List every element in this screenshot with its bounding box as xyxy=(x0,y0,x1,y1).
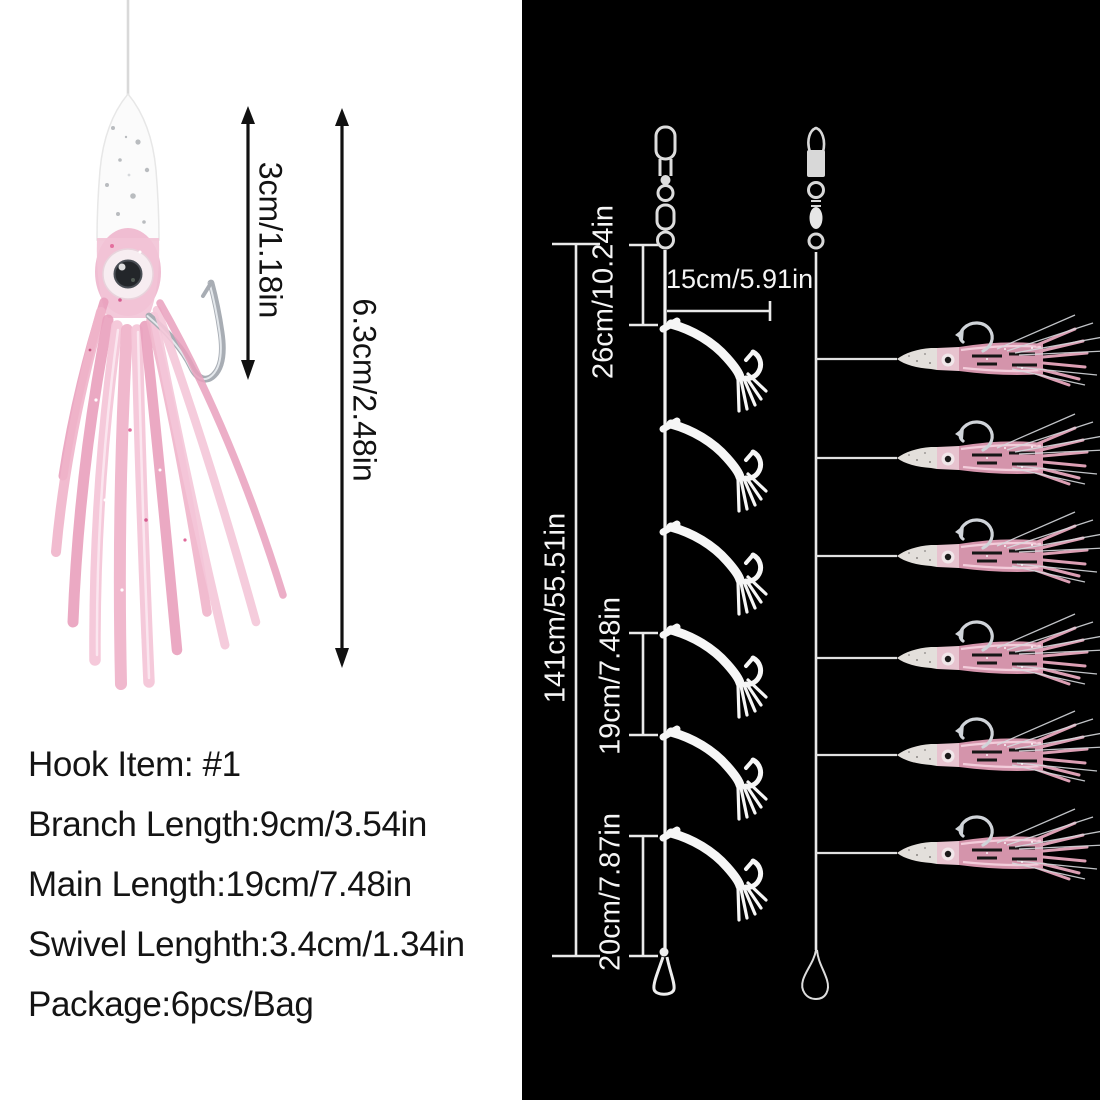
bottom-loop-left-rig xyxy=(652,947,676,996)
squid-lure xyxy=(814,807,1100,881)
head-length-arrow xyxy=(241,106,255,380)
bottom-loop-right-rig xyxy=(801,949,829,1001)
squid-lure xyxy=(814,313,1100,387)
rig-diagram-svg xyxy=(552,125,1100,1001)
hook-assembly xyxy=(663,321,766,411)
spec-line-package: Package:6pcs/Bag xyxy=(28,985,314,1024)
sparkles xyxy=(88,244,187,642)
squid-lure xyxy=(814,612,1100,686)
branch-measure-15cm xyxy=(667,301,772,321)
squid-lure xyxy=(814,412,1100,486)
hook-rig xyxy=(652,125,766,996)
head-speckles xyxy=(105,126,150,224)
label-20cm: 20cm/7.87in xyxy=(594,813,627,971)
hook-assembly xyxy=(663,729,766,819)
top-swivel-right-rig xyxy=(807,126,826,250)
lure-head xyxy=(96,92,160,241)
squid-lure xyxy=(814,709,1100,783)
hook-assembly xyxy=(663,830,766,920)
lure-skirt-front xyxy=(152,299,287,627)
spec-lines: Hook Item: #1 Branch Length:9cm/3.54in M… xyxy=(28,735,518,1035)
label-141cm: 141cm/55.51in xyxy=(539,512,572,704)
bracket-20cm xyxy=(629,834,658,958)
lure-eye xyxy=(102,248,154,300)
label-26cm: 26cm/10.24in xyxy=(587,204,620,380)
left-panel: 3cm/1.18in 6.3cm/2.48in Hook Item: #1 Br… xyxy=(0,0,522,1100)
spec-line-swivel-length: Swivel Lenghth:3.4cm/1.34in xyxy=(28,925,465,964)
bracket-19cm xyxy=(629,631,658,737)
hook-assembly xyxy=(663,627,766,717)
label-15cm: 15cm/5.91in xyxy=(666,264,814,294)
measurement-brackets xyxy=(552,242,772,958)
total-length-label: 6.3cm/2.48in xyxy=(346,298,383,482)
squid-lure-illustration xyxy=(51,0,349,690)
bracket-26cm xyxy=(629,243,658,327)
right-panel xyxy=(522,0,1100,1100)
hook-assembly xyxy=(663,421,766,511)
hook-assembly xyxy=(663,524,766,614)
lure-hook xyxy=(145,279,226,383)
total-length-arrow xyxy=(335,108,349,668)
head-length-label: 3cm/1.18in xyxy=(252,161,289,319)
spec-line-main-length: Main Length:19cm/7.48in xyxy=(28,865,412,904)
spec-line-hook-item: Hook Item: #1 xyxy=(28,745,241,784)
label-19cm: 19cm/7.48in xyxy=(594,597,627,755)
spec-line-branch-length: Branch Length:9cm/3.54in xyxy=(28,805,428,844)
bracket-141cm xyxy=(552,242,600,958)
lure-skirt xyxy=(51,297,230,690)
squid-lure xyxy=(814,510,1100,584)
top-swivel-left-rig xyxy=(654,125,677,250)
lure-rig xyxy=(801,126,1100,1001)
